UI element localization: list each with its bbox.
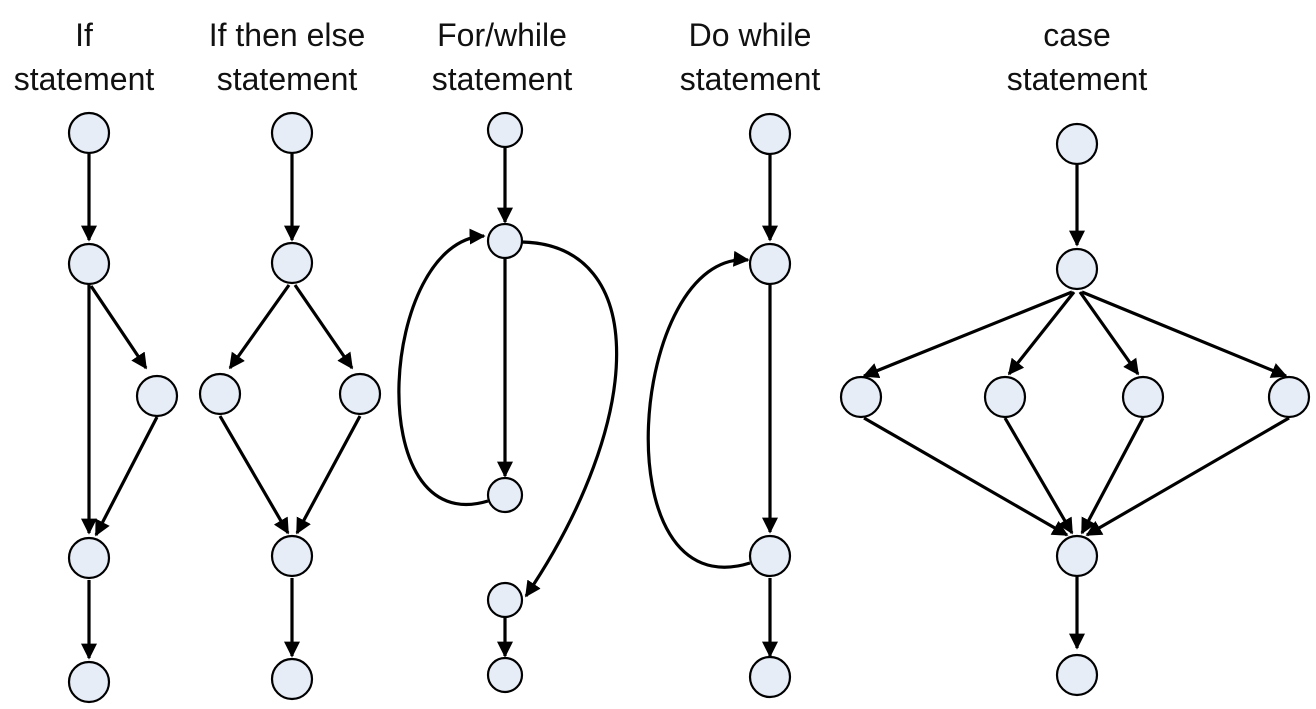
- case-node-5: [1055, 653, 1099, 697]
- case-node-branch-2: [983, 375, 1027, 419]
- graph-for-while: For/while statement: [397, 17, 619, 694]
- graph-forwhile-title-line1: For/while: [437, 17, 567, 53]
- forwhile-node-1: [486, 111, 524, 149]
- dowhile-node-4: [748, 655, 792, 699]
- if-edge-3-4: [94, 416, 159, 537]
- case-edge-2-b3: [1078, 291, 1140, 376]
- case-edge-2-b4: [1081, 290, 1288, 378]
- if-node-5: [67, 660, 111, 704]
- case-edge-2-b1: [862, 290, 1073, 379]
- graph-do-while: Do while statement: [646, 17, 821, 699]
- dowhile-node-2: [748, 242, 792, 286]
- ifelse-node-left: [198, 372, 242, 416]
- ifelse-node-5: [270, 657, 314, 701]
- graph-ifelse-title-line1: If then else: [209, 17, 366, 53]
- ifelse-node-right: [338, 372, 382, 416]
- graph-if-then-else: If then else statement: [198, 17, 382, 701]
- case-edge-2-b2: [1007, 291, 1076, 376]
- forwhile-node-5: [486, 656, 524, 694]
- if-edge-2-3: [89, 285, 148, 370]
- case-node-branch-1: [839, 375, 883, 419]
- graph-case-title-line2: statement: [1007, 61, 1148, 97]
- case-edge-b1-4: [863, 416, 1069, 537]
- ifelse-edge-left-4: [218, 415, 290, 535]
- graph-dowhile-title-line2: statement: [680, 61, 821, 97]
- ifelse-node-4: [270, 534, 314, 578]
- case-edge-b3-4: [1080, 417, 1145, 535]
- case-node-4: [1055, 534, 1099, 578]
- forwhile-node-3: [486, 476, 524, 514]
- if-node-1: [67, 111, 111, 155]
- ifelse-edge-2-left: [228, 284, 291, 370]
- case-node-1: [1055, 122, 1099, 166]
- graph-forwhile-title-line2: statement: [432, 61, 573, 97]
- graph-if-title-line2: statement: [14, 61, 155, 97]
- ifelse-node-1: [270, 111, 314, 155]
- if-node-2: [67, 242, 111, 286]
- dowhile-edge-loop-back: [646, 250, 751, 569]
- dowhile-node-1: [748, 112, 792, 156]
- ifelse-edge-2-right: [293, 284, 354, 370]
- case-edge-b2-4: [1003, 417, 1074, 535]
- case-node-2: [1055, 247, 1099, 291]
- ifelse-node-2: [270, 241, 314, 285]
- graph-ifelse-title-line2: statement: [217, 61, 358, 97]
- graph-if-title-line1: If: [75, 17, 93, 53]
- case-edge-b4-4: [1085, 416, 1290, 537]
- graph-if: If statement: [14, 17, 179, 704]
- forwhile-edge-exit: [521, 240, 619, 598]
- if-node-3: [135, 374, 179, 418]
- forwhile-node-2: [486, 222, 524, 260]
- ifelse-edge-right-4: [295, 415, 362, 535]
- graph-case-title-line1: case: [1043, 17, 1111, 53]
- dowhile-node-3: [748, 534, 792, 578]
- if-node-4: [67, 536, 111, 580]
- graph-case: case statement: [839, 17, 1311, 697]
- case-node-branch-4: [1267, 375, 1311, 419]
- forwhile-edge-loop-back: [397, 228, 489, 506]
- graph-dowhile-title-line1: Do while: [689, 17, 812, 53]
- case-node-branch-3: [1121, 375, 1165, 419]
- forwhile-node-4: [486, 581, 524, 619]
